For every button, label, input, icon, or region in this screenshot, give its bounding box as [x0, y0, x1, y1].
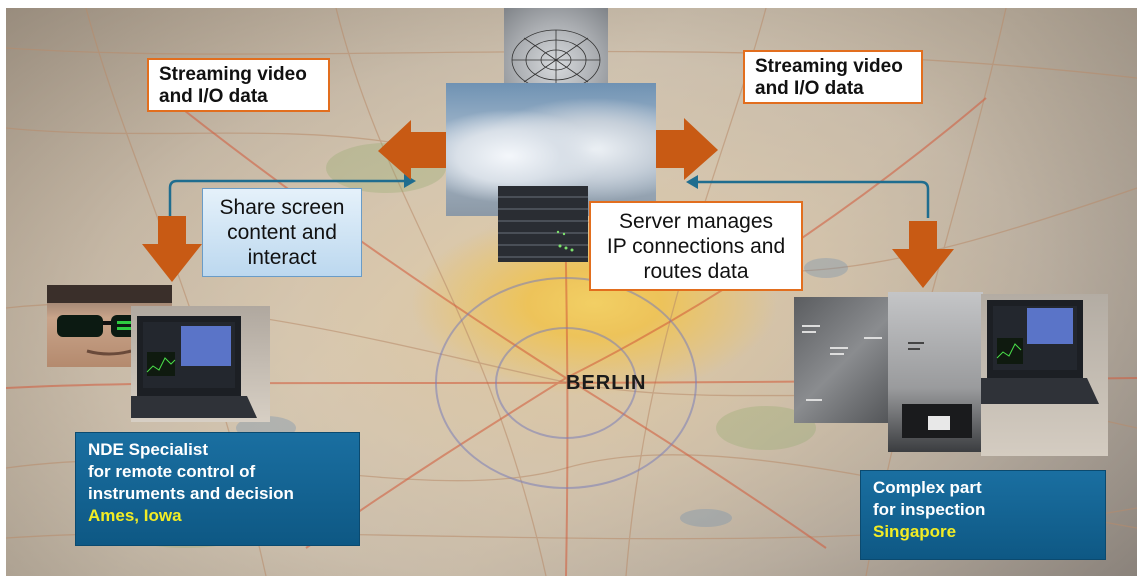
- server-line-2: IP connections and: [606, 235, 786, 258]
- streaming-label-left: Streaming video and I/O data: [147, 58, 330, 112]
- specialist-line-2: for remote control of: [88, 462, 256, 481]
- arrow-left: [378, 120, 446, 180]
- server-rack-image: [498, 186, 588, 262]
- streaming-label-right: Streaming video and I/O data: [743, 50, 923, 104]
- streaming-left-line-2: and I/O data: [159, 86, 268, 107]
- arrow-down-left: [142, 216, 202, 282]
- city-label: BERLIN: [566, 372, 647, 394]
- share-line-3: interact: [247, 246, 317, 269]
- inspection-laptop-image: [981, 294, 1108, 456]
- share-screen-label: Share screen content and interact: [202, 188, 362, 277]
- connector-left-head: [404, 174, 416, 188]
- arrow-down-right: [892, 221, 954, 288]
- specialist-info-box: NDE Specialist for remote control of ins…: [75, 432, 360, 546]
- share-line-2: content and: [227, 221, 337, 244]
- specialist-laptop-image: [131, 306, 270, 422]
- complex-part-image-1: [794, 297, 898, 423]
- specialist-line-3: instruments and decision: [88, 484, 294, 503]
- arrow-right: [656, 118, 718, 180]
- inspection-location: Singapore: [873, 522, 957, 541]
- share-line-1: Share screen: [219, 196, 345, 219]
- connector-right: [696, 180, 930, 218]
- streaming-right-line-2: and I/O data: [755, 78, 864, 99]
- connector-right-head: [686, 175, 698, 189]
- server-line-3: routes data: [643, 260, 749, 283]
- diagram-canvas: BERLIN St: [6, 8, 1137, 576]
- connector-left: [168, 179, 406, 218]
- specialist-location: Ames, Iowa: [88, 506, 182, 525]
- server-line-1: Server manages: [618, 210, 774, 233]
- inspection-line-2: for inspection: [873, 500, 986, 519]
- streaming-left-line-1: Streaming video: [159, 64, 307, 85]
- inspection-line-1: Complex part: [873, 478, 982, 497]
- complex-part-image-2: [888, 292, 983, 452]
- connector-lines: [142, 118, 954, 288]
- specialist-line-1: NDE Specialist: [88, 440, 208, 459]
- streaming-right-line-1: Streaming video: [755, 56, 903, 77]
- inspection-info-box: Complex part for inspection Singapore: [860, 470, 1106, 560]
- server-label: Server manages IP connections and routes…: [589, 201, 803, 291]
